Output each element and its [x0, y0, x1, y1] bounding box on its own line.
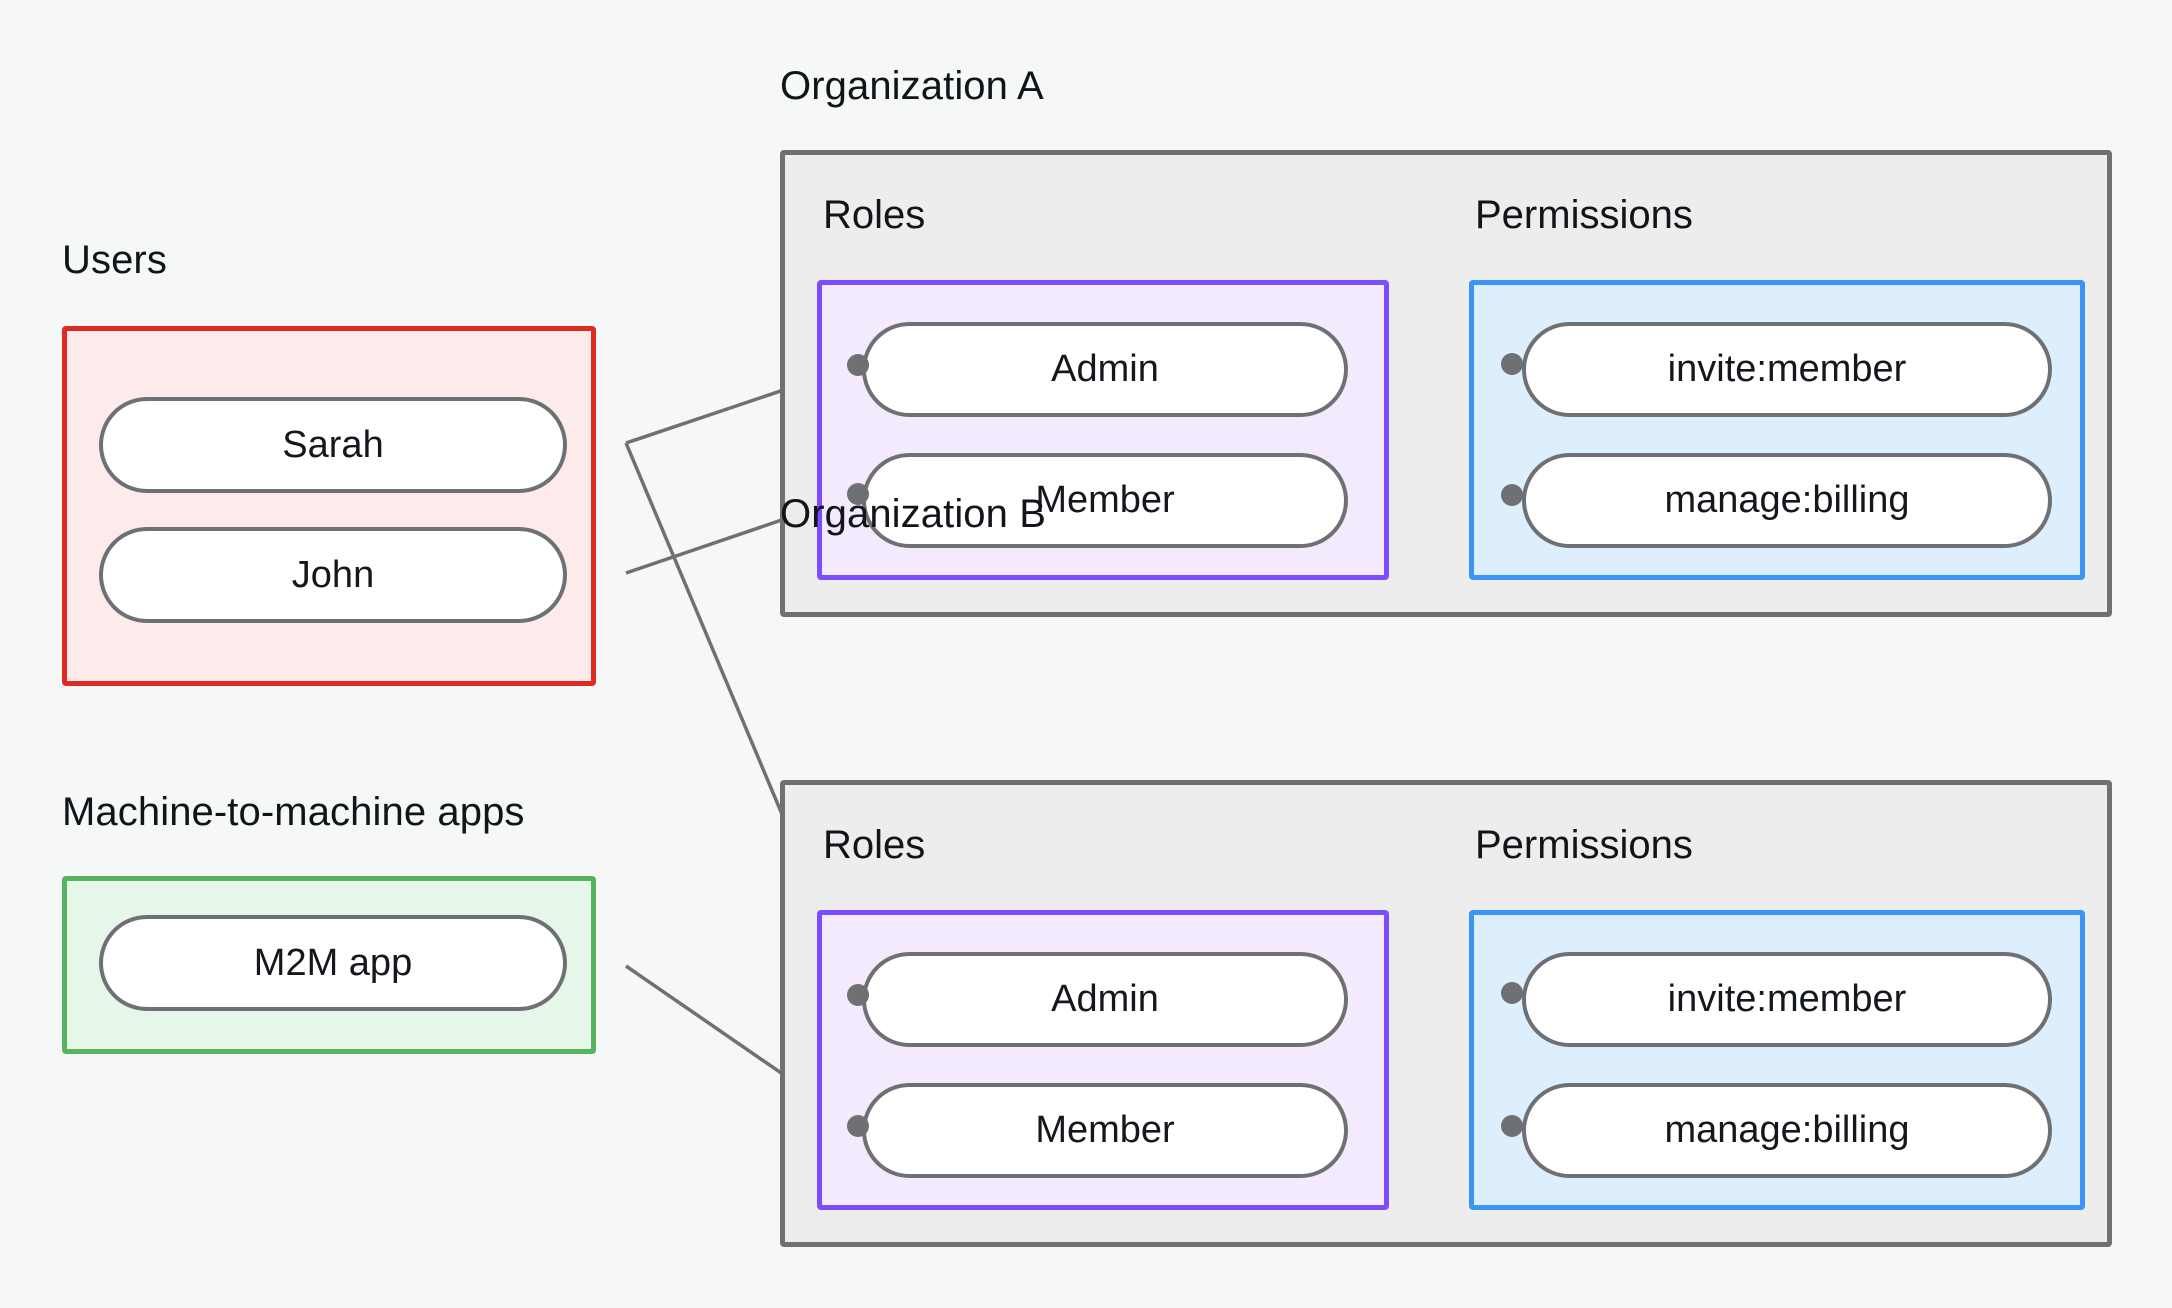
org-b-permission-pill-invite-member-label: invite:member	[1667, 978, 1907, 1020]
org-a-role-pill-member[interactable]: Member	[862, 453, 1348, 548]
org-a-permission-pill-invite-member[interactable]: invite:member	[1522, 322, 2052, 417]
org-a-permission-pill-invite-member-label: invite:member	[1667, 348, 1907, 390]
user-pill-john[interactable]: John	[99, 527, 567, 623]
org-a-permissions-container: invite:member manage:billing	[1469, 280, 2085, 580]
user-pill-sarah-label: Sarah	[282, 423, 384, 466]
org-b-role-pill-admin[interactable]: Admin	[862, 952, 1348, 1047]
org-b-roles-container: Admin Member	[817, 910, 1389, 1210]
org-a-permissions-label: Permissions	[1475, 193, 1693, 237]
org-b-permission-pill-manage-billing[interactable]: manage:billing	[1522, 1083, 2052, 1178]
org-b-role-pill-admin-label: Admin	[1051, 978, 1159, 1020]
org-a-permission-pill-manage-billing[interactable]: manage:billing	[1522, 453, 2052, 548]
m2m-container: M2M app	[62, 876, 596, 1054]
org-b-roles-label: Roles	[823, 823, 926, 867]
users-container: Sarah John	[62, 326, 596, 686]
org-b-role-pill-member[interactable]: Member	[862, 1083, 1348, 1178]
org-b-label: Organization B	[780, 492, 1046, 536]
org-a-role-pill-admin[interactable]: Admin	[862, 322, 1348, 417]
org-a-container: Roles Permissions Admin Member invite:me…	[780, 150, 2112, 617]
org-b-container: Roles Permissions Admin Member invite:me…	[780, 780, 2112, 1247]
users-group-label: Users	[62, 238, 167, 282]
org-b-permission-pill-manage-billing-label: manage:billing	[1664, 1109, 1910, 1151]
org-a-role-pill-member-label: Member	[1035, 479, 1175, 521]
m2m-pill-app-label: M2M app	[253, 941, 413, 984]
user-pill-john-label: John	[291, 553, 375, 596]
m2m-pill-app[interactable]: M2M app	[99, 915, 567, 1011]
org-a-permission-pill-manage-billing-label: manage:billing	[1664, 479, 1910, 521]
org-a-roles-container: Admin Member	[817, 280, 1389, 580]
org-a-roles-label: Roles	[823, 193, 926, 237]
org-a-label: Organization A	[780, 64, 1044, 108]
org-b-permissions-label: Permissions	[1475, 823, 1693, 867]
org-b-permissions-container: invite:member manage:billing	[1469, 910, 2085, 1210]
m2m-group-label: Machine-to-machine apps	[62, 790, 525, 834]
org-b-permission-pill-invite-member[interactable]: invite:member	[1522, 952, 2052, 1047]
user-pill-sarah[interactable]: Sarah	[99, 397, 567, 493]
org-b-role-pill-member-label: Member	[1035, 1109, 1175, 1151]
org-a-role-pill-admin-label: Admin	[1051, 348, 1159, 390]
